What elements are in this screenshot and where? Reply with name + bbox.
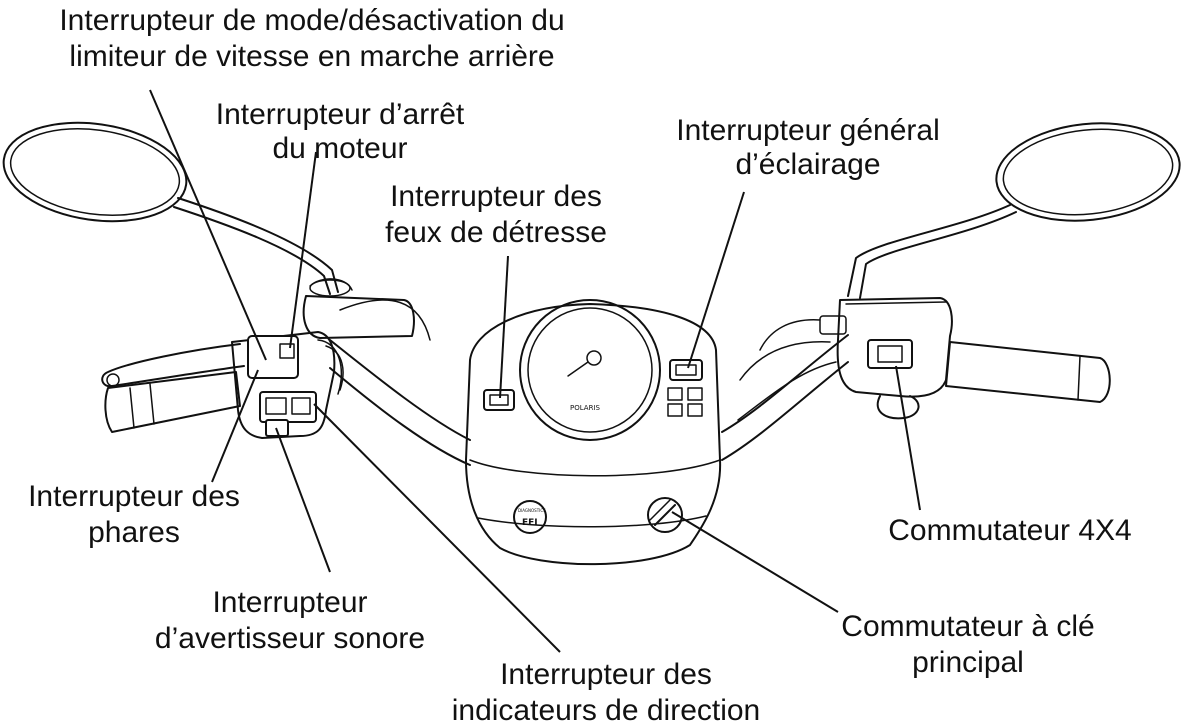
handlebar-tube [329, 299, 849, 466]
label-horn-line1: Interrupteur [212, 586, 367, 619]
label-engine-stop-line1: Interrupteur d’arrêt [216, 98, 465, 131]
instrument-pod: POLARIS DIAGNOSTICS EFI [465, 299, 722, 566]
right-mirror [847, 122, 1181, 299]
right-switch-housing [819, 297, 953, 420]
label-main-lights-line1: Interrupteur général [676, 114, 940, 147]
efi-badge: EFI [522, 518, 538, 528]
left-switch-housing [231, 331, 344, 439]
label-key-switch-line2: principal [912, 646, 1024, 679]
left-mirror [2, 121, 339, 295]
label-hazard-line2: feux de détresse [385, 216, 607, 249]
pod-brand: POLARIS [570, 404, 601, 412]
label-main-lights-line2: d’éclairage [735, 148, 880, 181]
label-headlights-line1: Interrupteur des [28, 480, 240, 513]
label-headlights-line2: phares [88, 516, 180, 549]
leader-lines [149, 89, 921, 653]
label-horn-line2: d’avertisseur sonore [155, 622, 425, 655]
efi-badge-top: DIAGNOSTICS [518, 508, 546, 513]
label-engine-stop-line2: du moteur [272, 132, 407, 165]
label-hazard-line1: Interrupteur des [390, 180, 602, 213]
left-grip [104, 371, 241, 433]
right-grip [945, 341, 1111, 403]
label-reverse-limiter-line2: limiteur de vitesse en marche arrière [69, 40, 554, 73]
label-awd-switch: Commutateur 4X4 [888, 514, 1131, 547]
label-reverse-limiter-line1: Interrupteur de mode/désactivation du [59, 4, 564, 37]
label-key-switch-line1: Commutateur à clé [841, 610, 1094, 643]
callout-labels: Interrupteur de mode/désactivation du li… [28, 4, 1132, 727]
left-brake-lever [101, 278, 415, 388]
label-turn-signals-line2: indicateurs de direction [452, 694, 761, 727]
label-turn-signals-line1: Interrupteur des [500, 658, 712, 691]
